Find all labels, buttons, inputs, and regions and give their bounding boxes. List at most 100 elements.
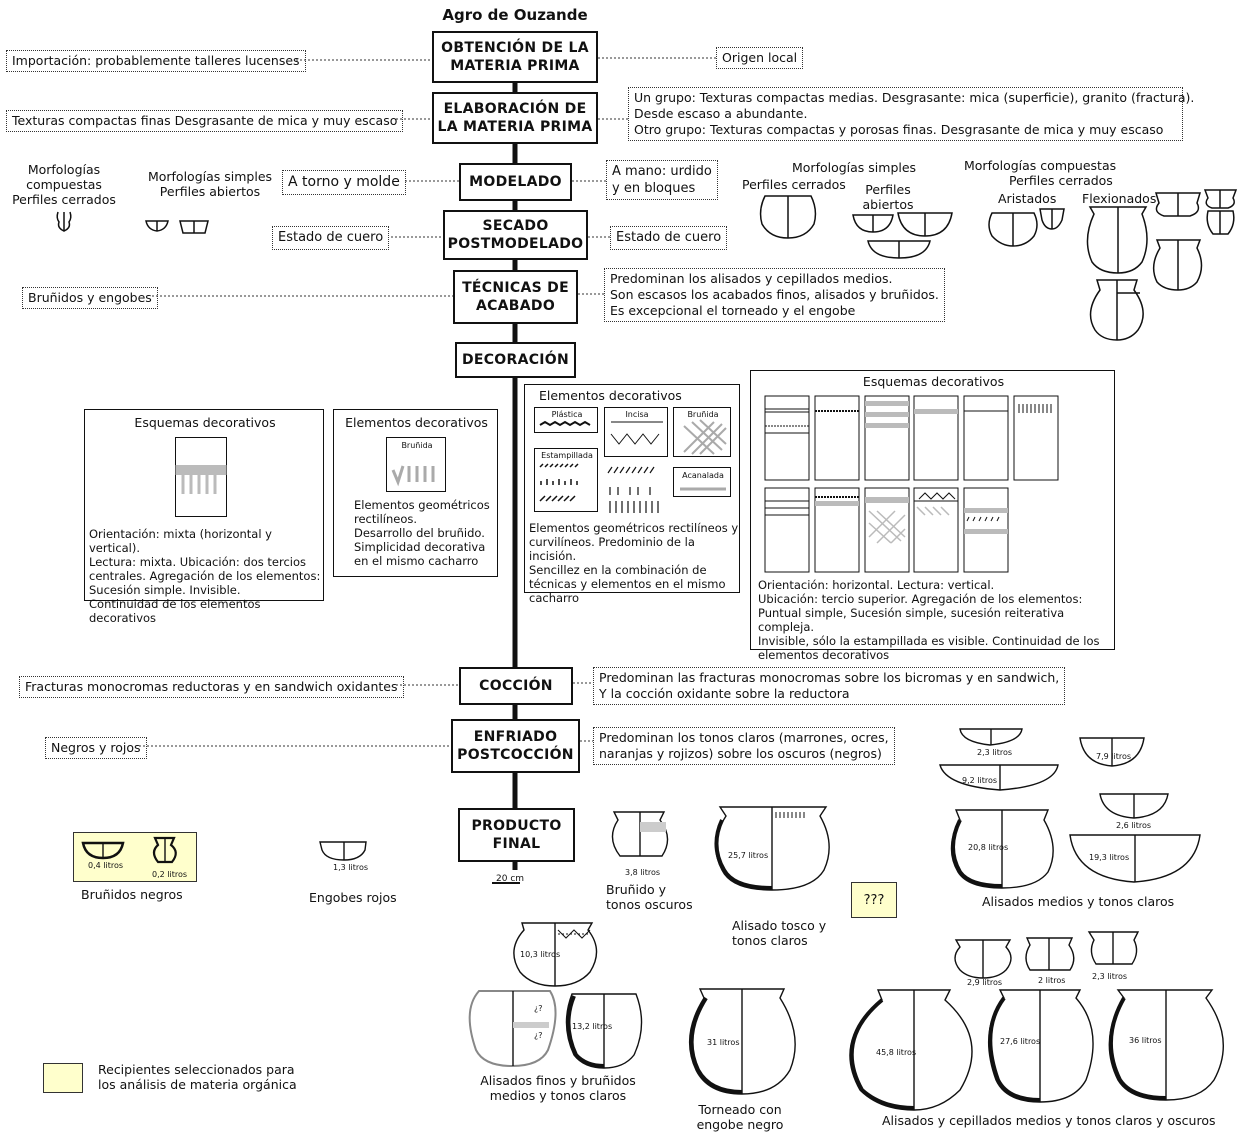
- note-modelado-left: A torno y molde: [282, 170, 406, 195]
- left-esquemas-title: Esquemas decorativos: [134, 415, 276, 430]
- note-secado-left: Estado de cuero: [272, 226, 390, 250]
- modelado-right-line1: A mano: urdido: [612, 164, 712, 179]
- right-morph-compuestas: Morfologías compuestas: [964, 158, 1117, 173]
- right-esquemas-line: Ubicación: tercio superior. Agregación d…: [758, 592, 1083, 606]
- diagram-title: Agro de Ouzande: [442, 6, 588, 24]
- note-tecnicas-right: Predominan los alisados y cepillados med…: [604, 268, 945, 322]
- vol-2-3b: 2,3 litros: [1092, 972, 1128, 981]
- vol-31: 31 litros: [707, 1038, 740, 1047]
- right-elementos-title: Elementos decorativos: [539, 388, 682, 403]
- legend-line2: los análisis de materia orgánica: [98, 1077, 297, 1092]
- swatch-acanalada: Acanalada: [673, 467, 731, 497]
- note-elaboracion-right: Un grupo: Texturas compactas medias. Des…: [628, 87, 1195, 141]
- right-morph-aristados: Aristados: [998, 191, 1057, 206]
- vol-q2: ¿?: [534, 1031, 543, 1040]
- vol-2: 2 litros: [1038, 976, 1066, 985]
- tecnicas-right-line3: Es excepcional el torneado y el engobe: [610, 303, 856, 318]
- right-elementos-line: Elementos geométricos rectilíneos y: [529, 521, 739, 535]
- stage-secado: SECADO POSTMODELADO: [443, 210, 588, 260]
- coccion-right-line2: Y la cocción oxidante sobre la reductora: [599, 686, 850, 701]
- left-esquemas-line: Continuidad de los elementos decorativos: [89, 597, 261, 625]
- note-modelado-right: A mano: urdido y en bloques: [606, 160, 718, 200]
- unknown-vessel-box: ???: [851, 882, 897, 918]
- left-elementos-panel: Elementos decorativos Bruñida Elementos …: [333, 409, 498, 577]
- right-elementos-text: Elementos geométricos rectilíneos y curv…: [529, 521, 739, 605]
- stage-decoracion: DECORACIÓN: [455, 342, 576, 378]
- vol-0-4: 0,4 litros: [88, 861, 124, 870]
- swatch-brunida-label: Bruñida: [687, 410, 719, 419]
- left-esquemas-line: Orientación: mixta (horizontal y vertica…: [89, 527, 272, 555]
- right-morph-flexionados: Flexionados: [1082, 191, 1157, 206]
- plastica-pattern: [539, 420, 591, 427]
- vol-27-6: 27,6 litros: [1000, 1037, 1041, 1046]
- left-swatch-label: Bruñida: [401, 441, 433, 450]
- caption-alisado-tosco-1: Alisado tosco y: [732, 918, 827, 933]
- swatch-estampillada-label: Estampillada: [541, 451, 593, 460]
- vol-2-6: 2,6 litros: [1116, 821, 1152, 830]
- left-esquemas-panel: Esquemas decorativos Orientación: mixta …: [84, 409, 324, 625]
- estampillada-pattern: [539, 463, 579, 502]
- coccion-right-line1: Predominan las fracturas monocromas sobr…: [599, 670, 1060, 685]
- acanalada-pattern: [680, 487, 726, 491]
- vol-7-9: 7,9 litros: [1096, 752, 1132, 761]
- right-morph-abiertos-1: Perfiles: [865, 182, 911, 197]
- right-esquemas-line: elementos decorativos: [758, 648, 890, 662]
- caption-alisado-tosco-2: tonos claros: [732, 933, 808, 948]
- vol-19-3: 19,3 litros: [1089, 853, 1130, 862]
- legend-swatch: [43, 1063, 83, 1093]
- caption-brunido-oscuros: Bruñido y tonos oscuros: [606, 882, 693, 912]
- note-coccion-right: Predominan las fracturas monocromas sobr…: [593, 667, 1066, 705]
- vol-36: 36 litros: [1129, 1036, 1162, 1045]
- stage-elaboracion: ELABORACIÓN DE LA MATERIA PRIMA: [432, 92, 598, 144]
- note-obtencion-left: Importación: probablemente talleres luce…: [6, 50, 306, 72]
- vol-2-9: 2,9 litros: [967, 978, 1003, 987]
- incisa-pattern: [610, 421, 663, 445]
- caption-alisados-finos-2: medios y tonos claros: [489, 1088, 627, 1103]
- brunida-cross-pattern: [683, 419, 727, 455]
- vol-9-2: 9,2 litros: [962, 776, 998, 785]
- note-coccion-left: Fracturas monocromas reductoras y en san…: [19, 676, 404, 698]
- left-morph-compuestas-1: Morfologías: [27, 162, 101, 177]
- caption-cepillados: Alisados y cepillados medios y tonos cla…: [882, 1113, 1216, 1128]
- caption-brunidos-negros: Bruñidos negros: [81, 887, 183, 902]
- tecnicas-right-line1: Predominan los alisados y cepillados med…: [610, 271, 893, 286]
- stage-coccion: COCCIÓN: [459, 667, 573, 705]
- left-esquemas-line: Lectura: mixta. Ubicación: dos tercios: [89, 555, 307, 569]
- elaboracion-right-line1: Un grupo: Texturas compactas medias. Des…: [634, 90, 1195, 105]
- elaboracion-right-line3: Otro grupo: Texturas compactas y porosas…: [634, 122, 1164, 137]
- left-elementos-line: Desarrollo del bruñido.: [354, 526, 485, 540]
- stage-producto: PRODUCTO FINAL: [458, 808, 575, 862]
- swatch-incisa: Incisa: [604, 407, 668, 457]
- left-morph-compuestas-2: compuestas: [26, 177, 102, 192]
- note-enfriado-left: Negros y rojos: [45, 737, 147, 759]
- caption-torneado: Torneado con engobe negro: [690, 1102, 790, 1132]
- left-morph-simples-1: Morfologías simples: [147, 169, 273, 184]
- right-morph-comp-cerrados: Perfiles cerrados: [1009, 173, 1113, 188]
- right-esquemas-line: Invisible, sólo la estampillada es visib…: [758, 634, 1100, 648]
- left-morph-compuestas-3: Perfiles cerrados: [12, 192, 116, 207]
- right-esquemas-line: Puntual simple, Sucesión simple, sucesió…: [758, 606, 1065, 634]
- swatch-plastica: Plástica: [534, 407, 598, 433]
- swatch-plastica-label: Plástica: [551, 410, 583, 419]
- left-morph-simples: Morfologías simples Perfiles abiertos: [140, 169, 280, 199]
- vol-2-3a: 2,3 litros: [977, 748, 1013, 757]
- right-elementos-line: cacharro: [529, 591, 580, 605]
- right-morph-abiertos-2: abiertos: [862, 197, 914, 212]
- vol-0-2: 0,2 litros: [152, 870, 188, 879]
- note-tecnicas-left: Bruñidos y engobes: [22, 287, 158, 309]
- left-esquemas-text: Orientación: mixta (horizontal y vertica…: [89, 527, 323, 625]
- legend-line1: Recipientes seleccionados para: [98, 1062, 295, 1077]
- vol-25-7: 25,7 litros: [728, 851, 769, 860]
- swatch-brunida: Bruñida: [673, 407, 731, 457]
- tecnicas-right-line2: Son escasos los acabados finos, alisados…: [610, 287, 939, 302]
- caption-brunido-oscuros-2: tonos oscuros: [606, 897, 693, 912]
- left-elementos-line: Simplicidad decorativa: [354, 540, 486, 554]
- brunida-pattern: [391, 465, 435, 487]
- caption-brunido-oscuros-1: Bruñido y: [606, 882, 666, 897]
- vol-13-2: 13,2 litros: [572, 1022, 613, 1031]
- caption-alisados-finos-1: Alisados finos y bruñidos: [480, 1073, 636, 1088]
- enfriado-right-line1: Predominan los tonos claros (marrones, o…: [599, 730, 889, 745]
